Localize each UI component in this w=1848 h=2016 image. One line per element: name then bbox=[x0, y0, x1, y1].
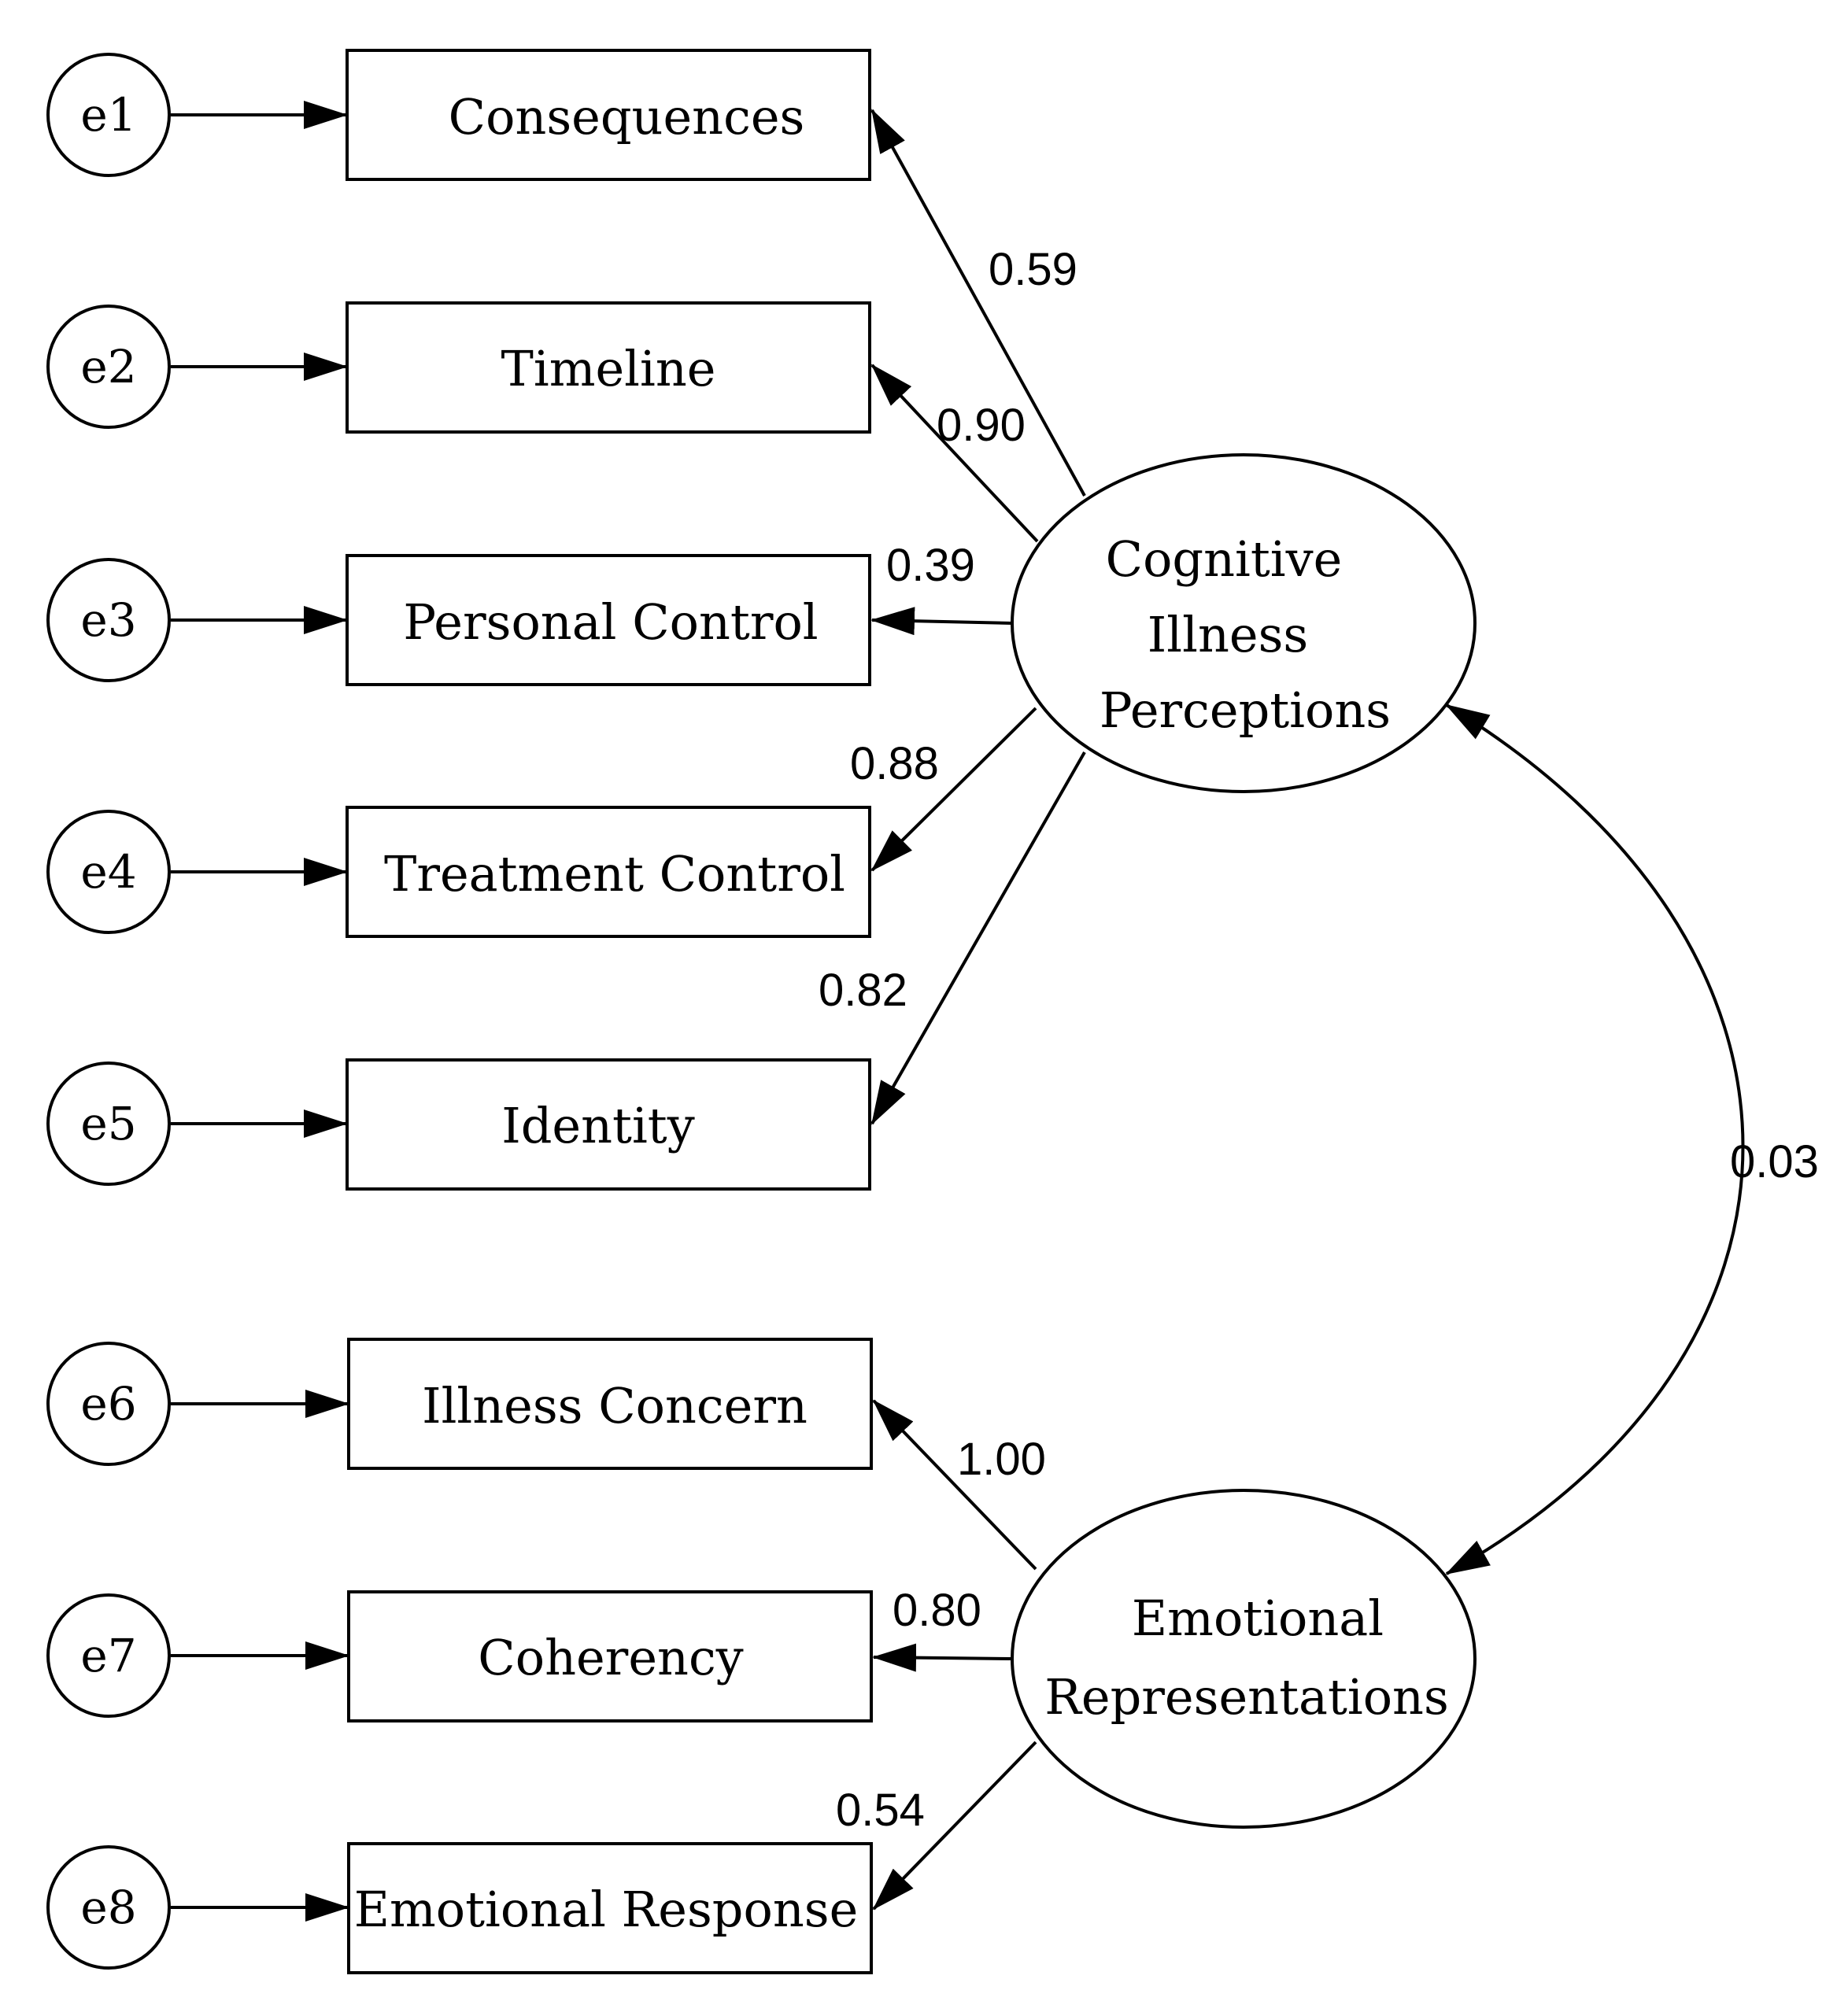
edge-cog-identity bbox=[870, 751, 1086, 1125]
error-e4: e4 bbox=[46, 810, 171, 934]
indicator-label: Coherency bbox=[478, 1629, 743, 1686]
latent-label-line: Cognitive bbox=[1106, 530, 1343, 588]
loading-edges bbox=[870, 109, 1086, 1911]
error-label: e4 bbox=[80, 845, 136, 899]
edge-cog-personal-control bbox=[870, 607, 1013, 636]
latent-label-line: Representations bbox=[1044, 1668, 1449, 1726]
error-e6: e6 bbox=[46, 1342, 171, 1466]
indicator-label: Personal Control bbox=[403, 593, 818, 651]
latent-cognitive-illness-perceptions: Cognitive Illness Perceptions bbox=[1011, 453, 1477, 793]
indicator-treatment-control: Treatment Control bbox=[346, 806, 871, 938]
error-e1: e1 bbox=[46, 53, 171, 177]
loading-illness-concern: 1.00 bbox=[957, 1434, 1046, 1485]
indicator-identity: Identity bbox=[346, 1058, 871, 1191]
error-label: e2 bbox=[80, 340, 136, 393]
indicator-personal-control: Personal Control bbox=[346, 554, 871, 686]
loading-personal-control: 0.39 bbox=[886, 540, 975, 591]
error-label: e3 bbox=[80, 593, 136, 647]
indicator-label: Timeline bbox=[501, 340, 716, 397]
loading-identity: 0.82 bbox=[819, 965, 907, 1016]
error-label: e5 bbox=[80, 1097, 136, 1150]
error-edges bbox=[171, 101, 349, 1922]
loading-consequences: 0.59 bbox=[989, 244, 1077, 295]
error-label: e7 bbox=[80, 1629, 136, 1682]
latent-label-line: Illness bbox=[1148, 606, 1308, 663]
indicator-label: Consequences bbox=[449, 88, 805, 146]
latent-emotional-representations: Emotional Representations bbox=[1011, 1489, 1477, 1829]
loading-coherency: 0.80 bbox=[893, 1585, 981, 1636]
loading-timeline: 0.90 bbox=[937, 400, 1026, 451]
error-label: e8 bbox=[80, 1881, 136, 1934]
loading-emotional-response: 0.54 bbox=[836, 1785, 925, 1836]
indicators: Consequences Timeline Personal Control T… bbox=[346, 49, 873, 1974]
loading-labels: 0.59 0.90 0.39 0.88 0.82 1.00 0.80 0.54 bbox=[819, 244, 1077, 1836]
error-e8: e8 bbox=[46, 1845, 171, 1970]
loading-treatment-control: 0.88 bbox=[850, 738, 939, 789]
error-e3: e3 bbox=[46, 558, 171, 682]
error-label: e1 bbox=[80, 88, 136, 142]
error-e5: e5 bbox=[46, 1062, 171, 1186]
indicator-illness-concern: Illness Concern bbox=[347, 1338, 873, 1470]
edge-emo-illness-concern bbox=[872, 1399, 1037, 1571]
error-terms: e1 e2 e3 e4 e5 e6 e7 e8 bbox=[46, 53, 171, 1970]
edge-emo-emotional-response bbox=[872, 1741, 1037, 1911]
error-e7: e7 bbox=[46, 1593, 171, 1718]
edge-cog-treatment-control bbox=[870, 707, 1037, 872]
indicator-label: Identity bbox=[501, 1097, 695, 1154]
edge-cog-timeline bbox=[870, 364, 1039, 543]
covariance-curve bbox=[1445, 703, 1745, 1575]
indicator-label: Illness Concern bbox=[422, 1377, 808, 1434]
indicator-consequences: Consequences bbox=[346, 49, 871, 181]
indicator-coherency: Coherency bbox=[347, 1590, 873, 1722]
error-e2: e2 bbox=[46, 305, 171, 429]
indicator-label: Emotional Response bbox=[354, 1881, 859, 1938]
latent-label-line: Emotional bbox=[1132, 1590, 1384, 1647]
covariance-label: 0.03 bbox=[1730, 1136, 1819, 1187]
indicator-label: Treatment Control bbox=[384, 845, 845, 903]
edge-cog-consequences bbox=[870, 109, 1086, 497]
indicator-emotional-response: Emotional Response bbox=[347, 1842, 873, 1974]
error-label: e6 bbox=[80, 1377, 136, 1431]
edge-emo-coherency bbox=[872, 1643, 1013, 1672]
indicator-timeline: Timeline bbox=[346, 301, 871, 434]
latent-label-line: Perceptions bbox=[1100, 681, 1391, 739]
